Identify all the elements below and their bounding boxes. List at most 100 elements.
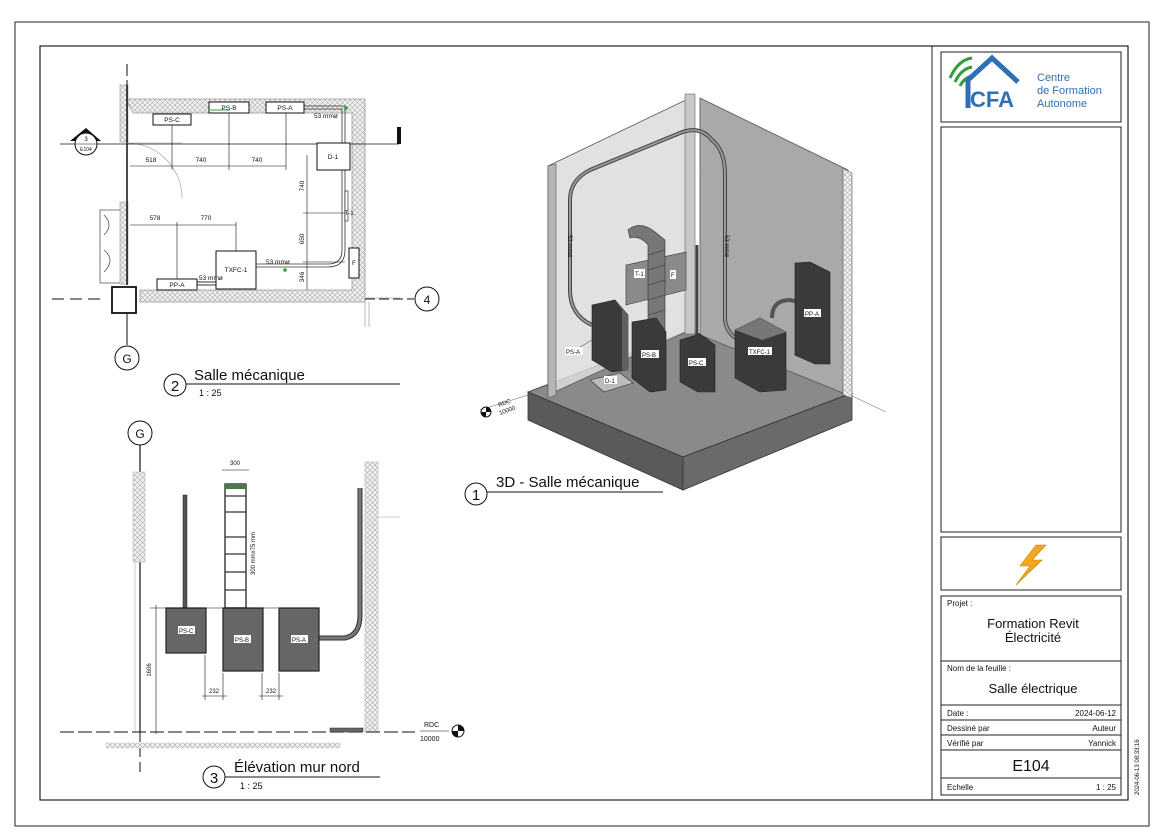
print-stamp: 2024-06-13 08:33:16 — [1135, 739, 1141, 795]
conduit-3d-highlight — [569, 129, 741, 341]
grid-bubble-g — [114, 345, 140, 371]
conduit-label: 53 mmø — [266, 259, 290, 266]
floor-slab-front-right — [682, 392, 853, 491]
plan-dimensions — [130, 113, 345, 290]
tray-rungs — [647, 249, 666, 316]
wall-left-upper — [119, 84, 129, 143]
level-name: RDC — [498, 399, 513, 409]
wall-section-right — [364, 461, 379, 733]
project-box — [940, 595, 1122, 796]
project-label: Projet : — [947, 599, 972, 608]
equip3d-box-top — [735, 318, 786, 340]
elev-ps-b: PS-B — [235, 638, 249, 644]
dim-vertical: 346 — [299, 271, 306, 282]
label-bg — [804, 309, 821, 317]
equip3d-ps-b: PS-B — [642, 353, 656, 359]
dim-top: 518 — [146, 157, 157, 164]
level-value: 10000 — [499, 405, 517, 417]
wall-corner — [684, 93, 696, 335]
view-scale: 1 : 25 — [240, 781, 263, 791]
door-swing — [126, 142, 183, 199]
wall-left-edge — [547, 163, 557, 399]
label-bg — [604, 376, 617, 384]
elevation-dimensions — [150, 605, 283, 734]
date-label: Date : — [947, 709, 968, 718]
level-marker-fill — [481, 407, 491, 417]
dim-mid: 578 — [150, 215, 161, 222]
tray-label: 300 mmx75 mm — [251, 532, 257, 575]
project-line2: Électricité — [1005, 630, 1061, 645]
grid-label-4: 4 — [424, 293, 431, 307]
view-3d: 53 mmø 53 mmø T-1 F PS-A PS-B PS-C D-1 — [464, 93, 887, 506]
dim-height: 1606 — [147, 663, 153, 677]
equip-f: F — [352, 260, 356, 267]
view-title: Élévation mur nord — [234, 759, 360, 776]
scale-value: 1 : 25 — [1096, 783, 1117, 792]
plan-view: G 4 3 E104 PS-C PS-B PS-A D-1 — [52, 64, 440, 398]
equip3d-ps-a: PS-A — [566, 350, 580, 356]
equip3d-ps-c: PS-C — [689, 361, 704, 367]
level-marker-fill — [452, 725, 464, 737]
view-title: 3D - Salle mécanique — [496, 474, 639, 491]
equip-ps-c: PS-C — [164, 117, 180, 124]
conduit-elevation-fill — [319, 488, 362, 640]
wall-hatch — [125, 98, 366, 303]
equip3d-f: F — [671, 273, 675, 279]
label-bg — [178, 626, 195, 634]
logo-text: CFA — [970, 87, 1014, 112]
view-number-bubble — [464, 482, 488, 506]
equip3d-pp-a: PP-A — [805, 312, 819, 318]
conduit-elevation — [319, 488, 363, 641]
equip-txfc-1: TXFC-1 — [225, 267, 248, 274]
view-number: 2 — [171, 378, 179, 395]
column — [111, 286, 137, 314]
floor-band — [105, 742, 341, 749]
label-bg — [670, 270, 676, 279]
label-bg — [565, 347, 583, 355]
logo-box — [940, 51, 1122, 123]
sheet-name: Salle électrique — [989, 681, 1078, 696]
equip3d-box-side — [615, 300, 628, 372]
conduit-label: 53 mmø — [199, 275, 223, 282]
equip-t-1: T-1 — [344, 210, 354, 217]
dim-vertical: 650 — [299, 233, 306, 244]
cfa-logo: CFA Centre de Formation Autonome — [948, 54, 1102, 112]
connector — [344, 106, 348, 110]
logo-line2: de Formation — [1037, 85, 1102, 97]
grid-label-g: G — [122, 352, 131, 366]
conduit-3d — [770, 297, 801, 319]
equip-ps-b: PS-B — [221, 105, 236, 112]
elevation-view: G 300 mmx75 mm 300 PS-C PS-B PS-A — [60, 420, 465, 791]
equip-pp-a: PP-A — [169, 282, 185, 289]
view-number: 1 — [472, 487, 480, 504]
sheet-inner-frame — [39, 45, 1129, 801]
conduit-label: 53 mmø — [723, 235, 729, 257]
grid-label-g: G — [135, 427, 144, 441]
label-bg — [634, 269, 645, 278]
elev-ps-c: PS-C — [179, 629, 194, 635]
view-number-bubble — [163, 373, 187, 397]
dim-top: 740 — [252, 157, 263, 164]
dim-gap: 232 — [266, 689, 277, 695]
tray-rungs — [225, 495, 246, 591]
equip3d-t-1: T-1 — [635, 272, 644, 278]
date-value: 2024-06-12 — [1075, 709, 1116, 718]
drawn-by-value: Auteur — [1092, 724, 1116, 733]
checked-by-value: Yannick — [1088, 739, 1117, 748]
elev-ps-a: PS-A — [292, 638, 306, 644]
floor-element — [329, 727, 364, 733]
equip-ps-a: PS-A — [277, 105, 293, 112]
level-name: RDC — [424, 722, 439, 729]
label-bg — [234, 635, 251, 643]
level-value: 10000 — [420, 736, 440, 743]
scale-label: Echelle — [947, 783, 974, 792]
label-bg — [688, 358, 706, 366]
conduit — [256, 105, 346, 268]
level-line — [849, 394, 887, 413]
dim-top: 740 — [196, 157, 207, 164]
conduit — [256, 108, 343, 265]
logo-line3: Autonome — [1037, 98, 1087, 110]
label-bg — [748, 347, 772, 355]
wall-left-lower — [119, 201, 129, 285]
dim-mid: 770 — [201, 215, 212, 222]
